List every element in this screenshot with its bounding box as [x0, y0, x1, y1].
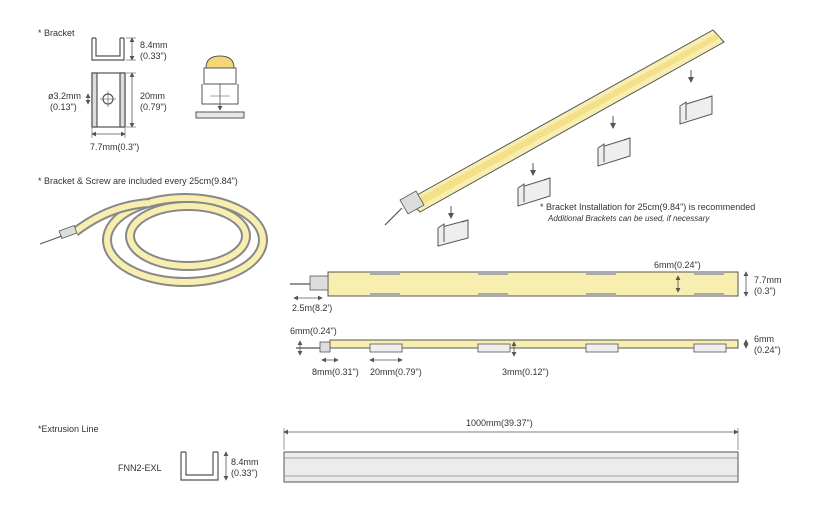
bracket-height-in: (0.33")	[140, 51, 167, 61]
cable-length: 2.5m(8.2')	[292, 303, 333, 313]
extrusion-height-in: (0.33")	[231, 468, 258, 478]
install-brackets	[437, 70, 713, 247]
bracket-title: * Bracket	[38, 28, 75, 38]
top-view-strip	[290, 271, 749, 301]
bracket-hole-in: (0.13")	[50, 102, 77, 112]
bracket-height-mm: 8.4mm	[140, 40, 168, 50]
install-bracket-3	[597, 116, 631, 167]
install-bracket-4	[679, 70, 713, 125]
extrusion-length: 1000mm(39.37")	[466, 418, 533, 428]
extrusion-height-mm: 8.4mm	[231, 457, 259, 467]
bracket-length-mm: 20mm	[140, 91, 166, 101]
side-view-height-in: (0.24")	[754, 345, 781, 355]
top-view-width: 6mm(0.24")	[654, 260, 701, 270]
bracket-hole-mm: ø3.2mm	[48, 91, 82, 101]
strip-in-bracket-section	[195, 55, 245, 119]
bracket-top-drawing	[85, 72, 136, 138]
extrusion-profile	[180, 451, 229, 481]
top-view-height-in: (0.3")	[754, 286, 776, 296]
install-bracket-1	[437, 206, 469, 247]
extrusion-line	[283, 428, 739, 483]
side-view-height-mm: 6mm	[754, 334, 774, 344]
install-bracket-2	[517, 163, 551, 207]
bracket-profile-drawing	[91, 37, 136, 61]
bracket-width: 7.7mm(0.3")	[90, 142, 140, 152]
side-view-strip	[296, 339, 749, 363]
extrusion-title: *Extrusion Line	[38, 424, 99, 434]
diagonal-strip	[384, 29, 725, 226]
install-note: * Bracket Installation for 25cm(9.84") i…	[540, 202, 756, 212]
install-subnote: Additional Brackets can be used, if nece…	[548, 214, 710, 223]
side-view-offset: 8mm(0.31")	[312, 367, 359, 377]
side-view-top: 6mm(0.24")	[290, 326, 337, 336]
coil-note: * Bracket & Screw are included every 25c…	[38, 176, 238, 186]
side-view-depth: 3mm(0.12")	[502, 367, 549, 377]
top-view-height-mm: 7.7mm	[754, 275, 782, 285]
coiled-strip	[39, 193, 268, 287]
side-view-bracket-len: 20mm(0.79")	[370, 367, 422, 377]
bracket-length-in: (0.79")	[140, 102, 167, 112]
extrusion-model: FNN2-EXL	[118, 463, 162, 473]
